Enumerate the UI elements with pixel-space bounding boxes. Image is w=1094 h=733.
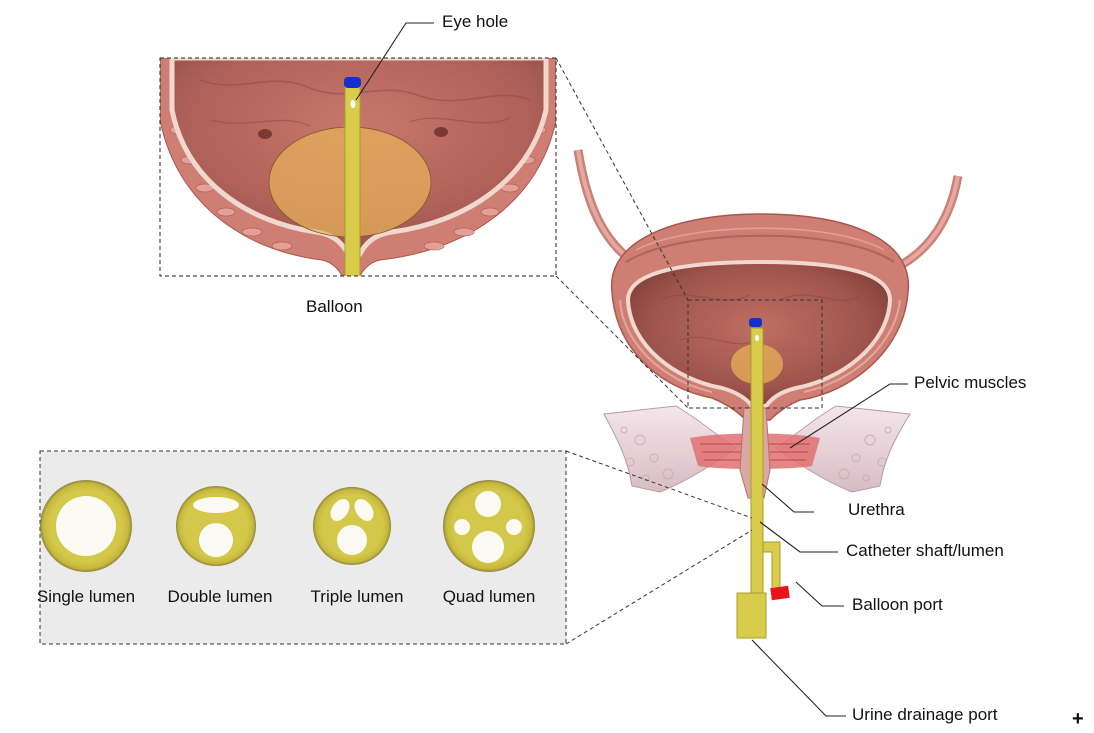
label-urethra: Urethra: [848, 500, 905, 520]
label-quad-lumen: Quad lumen: [443, 587, 536, 607]
eye-tip-large: [344, 77, 361, 88]
quad-lumen-crosssection: [443, 480, 535, 572]
triple-lumen-crosssection: [313, 487, 391, 565]
label-eye-hole: Eye hole: [442, 12, 508, 32]
plus-mark: +: [1072, 708, 1084, 731]
double-lumen-crosssection: [176, 486, 256, 566]
label-pelvic-muscles: Pelvic muscles: [914, 373, 1026, 393]
eye-hole-large: [351, 100, 356, 108]
urine-drainage-port: [737, 593, 766, 638]
eye-tip-small: [749, 318, 762, 327]
zoom-inset: [160, 58, 556, 286]
label-triple-lumen: Triple lumen: [311, 587, 404, 607]
catheter-shaft-zoom: [345, 86, 360, 286]
balloon-port-branch: [763, 542, 780, 590]
catheter-shaft: [751, 328, 763, 596]
label-balloon: Balloon: [306, 297, 363, 317]
label-catheter-shaft: Catheter shaft/lumen: [846, 541, 1004, 561]
label-single-lumen: Single lumen: [37, 587, 135, 607]
label-urine-drainage-port: Urine drainage port: [852, 705, 998, 725]
label-double-lumen: Double lumen: [168, 587, 273, 607]
label-balloon-port: Balloon port: [852, 595, 943, 615]
eye-hole-small: [755, 335, 759, 341]
balloon-port-cap: [770, 586, 789, 600]
single-lumen-crosssection: [40, 480, 132, 572]
